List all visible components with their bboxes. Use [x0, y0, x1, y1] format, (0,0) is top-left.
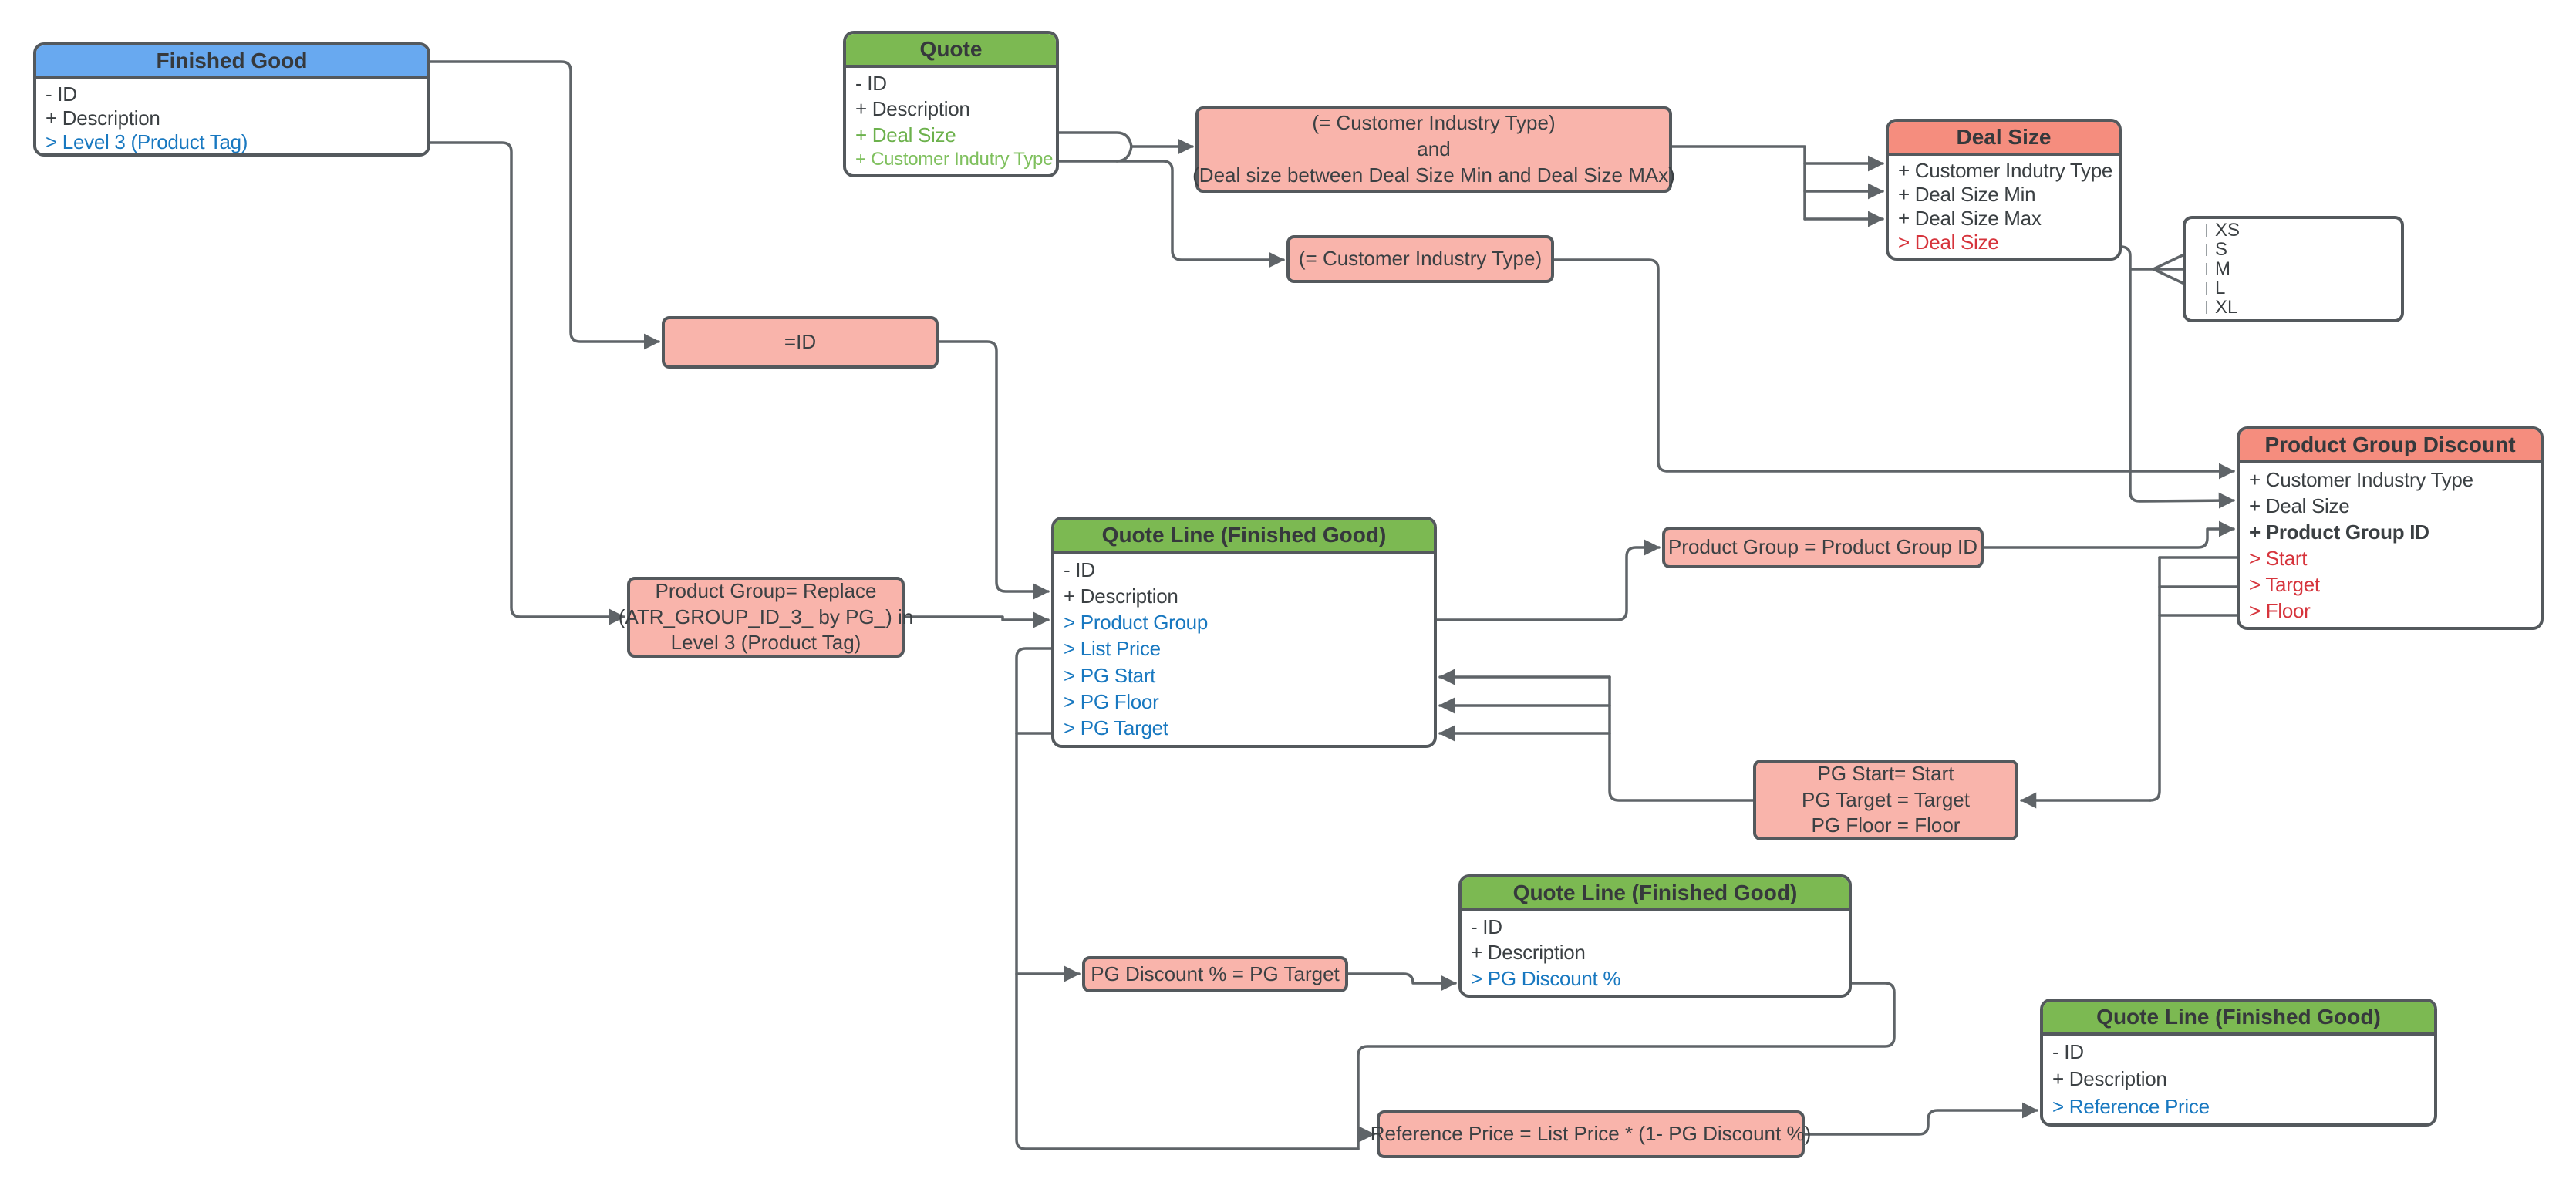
field-id: - ID [46, 83, 77, 106]
entity-quote-line-2-title: Quote Line (Finished Good) [1462, 877, 1849, 911]
field-description: + Description [855, 97, 970, 121]
entity-product-group-discount-title: Product Group Discount [2240, 429, 2541, 463]
connector-quote-industry-row [1057, 145, 1133, 163]
connector-quoteline1-to-condition3 [1435, 539, 1661, 621]
condition-line: (= Customer Industry Type) [1312, 111, 1556, 135]
field-description: + Description [46, 106, 160, 130]
entity-quote-line-finished-good-2[interactable]: Quote Line (Finished Good) - ID + Descri… [1458, 874, 1852, 998]
enum-value-xl: XL [2206, 297, 2401, 318]
field-deal-size: + Deal Size [2249, 493, 2350, 517]
field-deal-size-min: + Deal Size Min [1898, 183, 2036, 206]
enum-tick-icon [2206, 282, 2207, 295]
field-deal-size: + Deal Size [855, 123, 956, 147]
field-pg-start: > PG Start [1064, 663, 1156, 687]
condition-line: PG Discount % = PG Target [1091, 962, 1340, 985]
enum-value-s: S [2206, 239, 2401, 260]
enum-value-xs: XS [2206, 220, 2401, 241]
entity-finished-good-title: Finished Good [36, 45, 427, 79]
enum-tick-icon [2206, 301, 2207, 314]
field-pg-target: > PG Target [1064, 716, 1168, 740]
field-product-group: > Product Group [1064, 611, 1208, 635]
entity-quote-line-1-title: Quote Line (Finished Good) [1054, 520, 1434, 554]
connector-listprice-down [1015, 647, 1360, 1150]
condition-line: PG Floor = Floor [1811, 813, 1961, 837]
field-target: > Target [2249, 572, 2320, 596]
connector-pgd-trunk-down [2149, 556, 2161, 802]
connector-condition6-to-quoteline3 [1803, 1102, 2038, 1136]
condition-line: (Deal size between Deal Size Min and Dea… [1192, 163, 1675, 187]
condition-line: Level 3 (Product Tag) [670, 631, 861, 655]
condition-line: PG Start= Start [1817, 761, 1954, 785]
entity-quote[interactable]: Quote - ID + Description + Deal Size + C… [843, 31, 1059, 177]
connector-quoteline2-to-condition6 [1357, 982, 1896, 1150]
condition-quote-to-deal-size[interactable]: (= Customer Industry Type) and (Deal siz… [1192, 106, 1675, 193]
condition-pg-value-assignments[interactable]: PG Start= Start PG Target = Target PG Fl… [1753, 760, 2018, 840]
entity-deal-size[interactable]: Deal Size + Customer Indutry Type + Deal… [1886, 119, 2122, 261]
condition-line: PG Target = Target [1801, 787, 1970, 811]
condition-line: Product Group = Product Group ID [1667, 535, 1978, 559]
condition-customer-industry-match[interactable]: (= Customer Industry Type) [1286, 235, 1554, 283]
field-id: - ID [855, 72, 887, 96]
condition-line: =ID [784, 330, 817, 354]
entity-deal-size-title: Deal Size [1889, 122, 2119, 156]
enum-deal-size-values[interactable]: XS S M L XL [2183, 216, 2404, 322]
field-product-group-id: + Product Group ID [2249, 520, 2429, 544]
field-pg-floor: > PG Floor [1064, 690, 1159, 714]
connector-finishedgood-to-pgreplace [429, 141, 625, 625]
condition-line: (ATR_GROUP_ID_3_ by PG_) in [618, 605, 914, 628]
entity-quote-title: Quote [846, 34, 1056, 68]
entity-quote-line-finished-good-3[interactable]: Quote Line (Finished Good) - ID + Descri… [2040, 999, 2437, 1127]
connector-dealsize-to-pgd [2113, 245, 2235, 509]
connector-condition1-trunk [1671, 145, 1806, 221]
connector-condition3-to-pgd [1982, 520, 2235, 549]
condition-reference-price-formula[interactable]: Reference Price = List Price * (1- PG Di… [1371, 1110, 1811, 1158]
field-level3-product-tag: > Level 3 (Product Tag) [46, 130, 248, 153]
field-start: > Start [2249, 546, 2308, 570]
connector-finishedgood-to-idmatch [429, 60, 660, 350]
field-description: + Description [2052, 1067, 2167, 1091]
connector-crowsfoot-top [2152, 254, 2184, 271]
field-id: - ID [1064, 557, 1095, 581]
entity-quote-line-finished-good-1[interactable]: Quote Line (Finished Good) - ID + Descri… [1051, 517, 1437, 748]
condition-line: and [1417, 137, 1451, 161]
connector-condition2-to-pgd [1553, 258, 2235, 480]
connector-quote-to-condition2 [1115, 160, 1285, 268]
connector-pgreplace-to-quoteline1 [903, 611, 1050, 628]
field-description: + Description [1471, 941, 1586, 965]
enum-value-l: L [2206, 278, 2401, 298]
field-list-price: > List Price [1064, 637, 1161, 661]
connector-condition4-trunk [1608, 675, 1755, 802]
field-customer-industry-type: + Customer Industry Type [2249, 467, 2473, 491]
enum-tick-icon [2206, 263, 2207, 275]
connector-crowsfoot-bottom [2152, 268, 2184, 285]
enum-tick-icon [2206, 244, 2207, 256]
field-deal-size: > Deal Size [1898, 231, 1999, 254]
entity-product-group-discount[interactable]: Product Group Discount + Customer Indust… [2237, 426, 2544, 630]
field-pg-discount-pct: > PG Discount % [1471, 966, 1621, 990]
field-reference-price: > Reference Price [2052, 1094, 2210, 1118]
field-customer-indutry-type: + Customer Indutry Type [1898, 159, 2113, 182]
condition-product-group-replace[interactable]: Product Group= Replace (ATR_GROUP_ID_3_ … [619, 577, 913, 658]
field-deal-size-max: + Deal Size Max [1898, 207, 2042, 230]
connector-idmatch-to-quoteline1 [937, 340, 1050, 600]
enum-tick-icon [2206, 224, 2207, 237]
condition-line: (= Customer Industry Type) [1298, 247, 1543, 271]
field-customer-indutry-type: + Customer Indutry Type [855, 148, 1054, 170]
entity-finished-good[interactable]: Finished Good - ID + Description > Level… [33, 42, 430, 157]
entity-quote-line-3-title: Quote Line (Finished Good) [2043, 1002, 2434, 1036]
field-id: - ID [1471, 915, 1502, 939]
condition-pg-discount-formula[interactable]: PG Discount % = PG Target [1082, 956, 1348, 992]
field-description: + Description [1064, 584, 1178, 608]
condition-line: Product Group= Replace [655, 578, 877, 602]
field-id: - ID [2052, 1040, 2084, 1064]
connector-quote-dealsize-row [1057, 131, 1133, 148]
enum-value-m: M [2206, 258, 2401, 279]
condition-product-group-match[interactable]: Product Group = Product Group ID [1662, 527, 1984, 568]
condition-line: Reference Price = List Price * (1- PG Di… [1370, 1122, 1812, 1146]
condition-id-match[interactable]: =ID [662, 316, 939, 369]
field-floor: > Floor [2249, 598, 2311, 622]
connector-condition5-to-quoteline2 [1347, 972, 1457, 992]
